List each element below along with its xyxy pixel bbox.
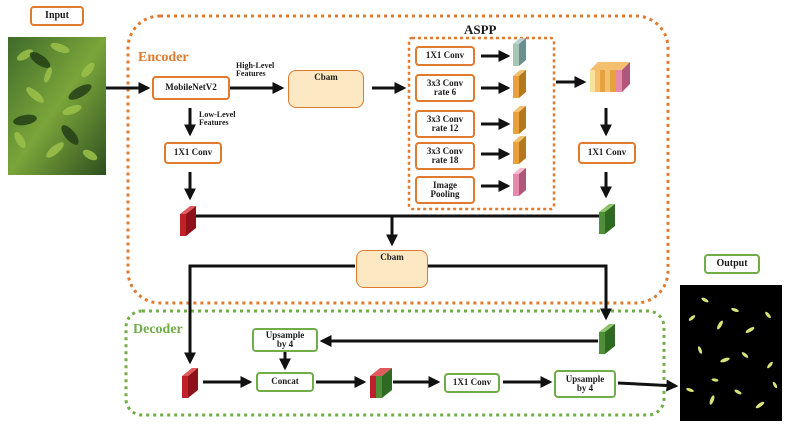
aspp-branch-3: 3x3 Conv rate 12: [415, 110, 475, 138]
conv-low-box: 1X1 Conv: [164, 142, 222, 164]
aspp-branch-2: 3x3 Conv rate 6: [415, 74, 475, 102]
backbone-box: MobileNetV2: [152, 76, 230, 100]
arrow-upsample-output: [617, 379, 679, 392]
input-label: Input: [30, 6, 84, 26]
arrow-mid-to-decoder-left: [184, 264, 355, 365]
feature-red-decoder: [182, 368, 198, 398]
output-label: Output: [704, 254, 760, 274]
aspp-branch-4: 3x3 Conv rate 18: [415, 142, 475, 170]
feature-concat-stack: [370, 368, 392, 398]
aspp-out-4: [513, 136, 526, 164]
low-level-label: Low-Level Features: [199, 110, 236, 128]
decoder-title: Decoder: [133, 322, 183, 337]
aspp-branch-5: Image Pooling: [415, 176, 475, 204]
aspp-out-2: [513, 70, 526, 98]
aspp-branch-1: 1X1 Conv: [415, 46, 475, 66]
cbam-box-encoder: Cbam: [288, 70, 364, 108]
upsample-top-box: Upsample by 4: [252, 328, 318, 352]
aspp-out-5: [513, 168, 526, 196]
conv-right-box: 1X1 Conv: [578, 142, 636, 164]
high-level-label: High-Level Features: [236, 61, 275, 79]
aspp-out-1: [513, 38, 526, 66]
input-image: [8, 37, 106, 175]
upsample-out-box: Upsample by 4: [554, 370, 616, 398]
encoder-region: [126, 14, 670, 305]
decoder-region: [124, 309, 666, 417]
aspp-concat-stack: [590, 62, 630, 92]
concat-box: Concat: [256, 372, 314, 392]
cbam-box-middle: Cbam: [356, 250, 428, 288]
conv-decoder-box: 1X1 Conv: [444, 373, 500, 393]
feature-green-decoder: [599, 324, 615, 354]
aspp-title: ASPP: [464, 22, 497, 37]
output-image: [680, 285, 782, 421]
feature-green-encoder: [599, 204, 615, 234]
feature-red-encoder: [180, 206, 196, 236]
encoder-title: Encoder: [138, 50, 189, 65]
arrow-mid-to-decoder-right: [428, 264, 612, 321]
aspp-out-3: [513, 106, 526, 134]
